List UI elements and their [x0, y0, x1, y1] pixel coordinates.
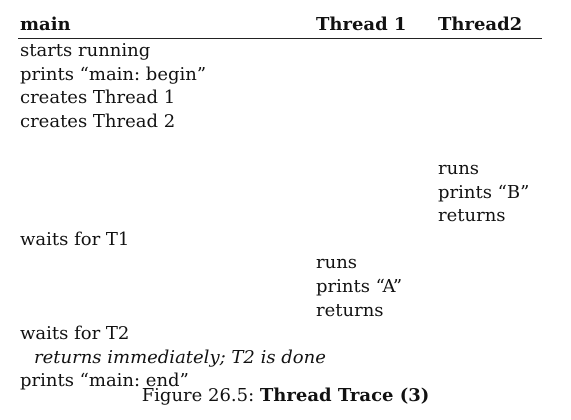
- table-row: prints “B”: [18, 181, 542, 205]
- cell-main: creates Thread 1: [20, 87, 176, 109]
- cell-main: prints “main: begin”: [20, 63, 207, 85]
- cell-thread1: prints “A”: [316, 275, 403, 297]
- table-row: returns: [18, 204, 542, 228]
- header-thread2: Thread2: [438, 14, 523, 35]
- table-row: starts running: [18, 39, 542, 63]
- cell-main: waits for T1: [20, 228, 130, 250]
- cell-main: waits for T2: [20, 323, 130, 345]
- cell-thread1: returns: [316, 299, 384, 321]
- table-row: returns immediately; T2 is done: [18, 346, 542, 370]
- cell-thread2: prints “B”: [438, 181, 530, 203]
- caption-prefix: Figure 26.5:: [141, 385, 260, 406]
- cell-main: returns immediately; T2 is done: [34, 346, 326, 368]
- cell-main: creates Thread 2: [20, 110, 176, 132]
- table-row: waits for T2: [18, 322, 542, 346]
- caption-title: Thread Trace (3): [259, 385, 430, 406]
- table-row: prints “main: end”: [18, 369, 542, 393]
- table-row: creates Thread 1: [18, 86, 542, 110]
- table-row: runs: [18, 251, 542, 275]
- table-row: waits for T1: [18, 228, 542, 252]
- cell-main: prints “main: end”: [20, 370, 189, 392]
- cell-thread2: runs: [438, 157, 480, 179]
- header-main: main: [20, 14, 71, 35]
- header-thread1: Thread 1: [316, 14, 407, 35]
- table-row: returns: [18, 299, 542, 323]
- table-row: prints “A”: [18, 275, 542, 299]
- table-header: main Thread 1 Thread2: [18, 12, 542, 39]
- table-row: [18, 133, 542, 157]
- cell-main: starts running: [20, 40, 151, 61]
- table-row: creates Thread 2: [18, 110, 542, 134]
- figure-caption: Figure 26.5: Thread Trace (3): [0, 385, 571, 406]
- cell-thread2: returns: [438, 205, 506, 227]
- table-row: runs: [18, 157, 542, 181]
- table-row: prints “main: begin”: [18, 63, 542, 87]
- cell-thread1: runs: [316, 252, 358, 274]
